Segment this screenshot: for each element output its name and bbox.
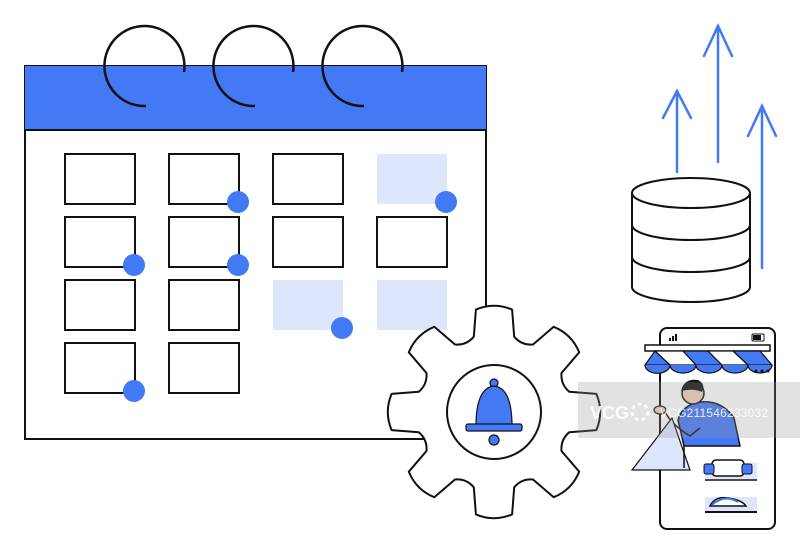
watermark-band	[578, 382, 800, 438]
phone-status-bar	[669, 333, 765, 342]
gear-icon	[386, 304, 602, 520]
calendar-day-cell	[272, 153, 344, 205]
product-shelf-2	[705, 496, 757, 513]
binder-ring-1	[103, 24, 186, 108]
calendar-day-cell	[377, 154, 447, 204]
calendar-day-cell	[64, 216, 136, 268]
database-ring-1	[631, 224, 751, 241]
database-top	[631, 177, 751, 209]
event-marker-dot	[123, 254, 145, 276]
calendar-day-cell	[168, 279, 240, 331]
arrow-up-icon-right	[746, 103, 778, 270]
calendar-day-cell	[64, 153, 136, 205]
calendar-day-cell	[376, 216, 448, 268]
calendar-day-cell	[64, 279, 136, 331]
person-icon	[630, 379, 741, 471]
calendar-icon	[24, 24, 487, 440]
event-marker-dot	[227, 191, 249, 213]
binder-ring-3	[321, 24, 404, 108]
calendar-day-cell	[272, 216, 344, 268]
arrow-up-icon-middle	[702, 23, 734, 164]
event-marker-dot	[123, 380, 145, 402]
event-marker-dot	[331, 317, 353, 339]
event-marker-dot	[227, 254, 249, 276]
shop-awning-icon	[643, 344, 774, 374]
calendar-day-cell	[168, 342, 240, 394]
arrow-up-icon-group	[661, 23, 778, 270]
smartphone-icon	[630, 327, 776, 530]
calendar-day-cell	[377, 280, 447, 330]
binder-ring-2	[212, 24, 295, 108]
calendar-header-bar	[25, 66, 486, 130]
database-icon	[631, 177, 751, 303]
calendar-day-cell	[168, 153, 240, 205]
calendar-day-cell	[273, 280, 343, 330]
product-shelf-1	[703, 459, 757, 481]
arrow-up-icon-left	[661, 88, 693, 174]
database-body	[631, 193, 751, 303]
bell-icon	[465, 378, 523, 446]
calendar-day-cell	[168, 216, 240, 268]
battery-icon	[751, 333, 765, 342]
database-ring-2	[631, 256, 751, 273]
calendar-grid	[64, 153, 457, 402]
calendar-day-cell	[64, 342, 136, 394]
event-marker-dot	[435, 191, 457, 213]
